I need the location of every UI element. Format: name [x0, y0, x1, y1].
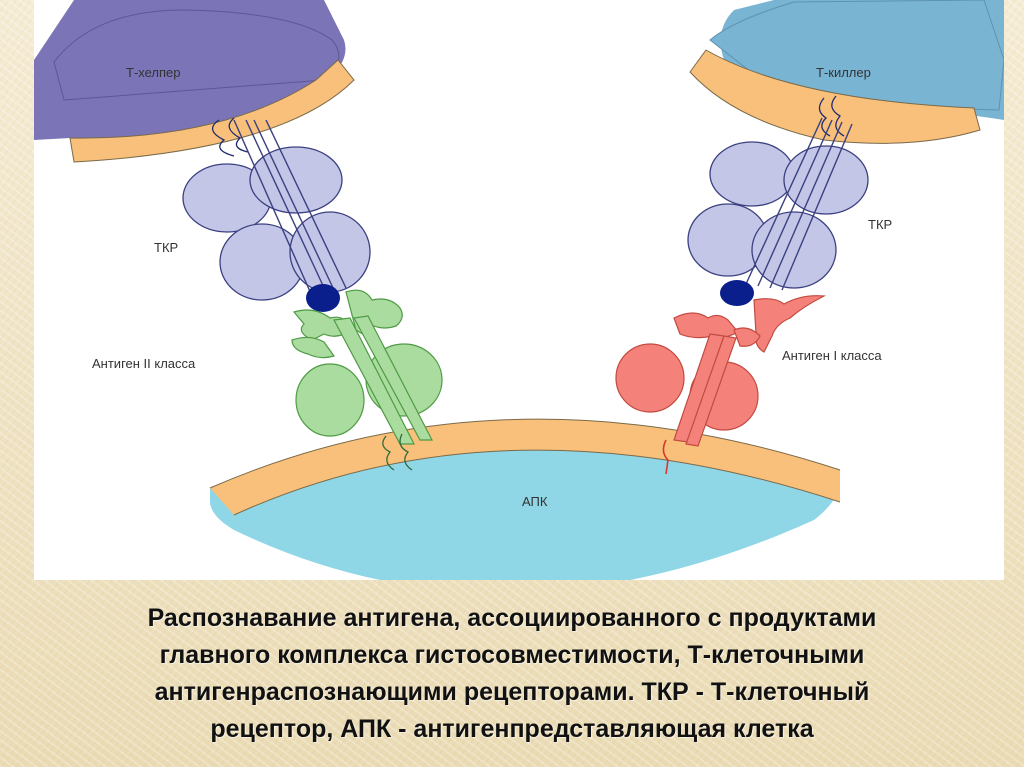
apc-membrane	[210, 419, 840, 515]
tcr-right-label: ТКР	[868, 217, 892, 232]
tcr-right-domain-4	[751, 211, 837, 289]
tcr-right-domain-1	[709, 141, 795, 207]
antigen-recognition-diagram: АПК Т-хелпер Т-киллер	[34, 0, 1004, 580]
mhc-class2	[291, 289, 443, 471]
apc-label: АПК	[522, 494, 548, 509]
diagram-panel: АПК Т-хелпер Т-киллер	[34, 0, 1004, 580]
caption-line-3: антигенраспознающими рецепторами. ТКР - …	[154, 678, 870, 706]
t-helper-cell	[34, 0, 355, 163]
apc-cell	[209, 418, 841, 580]
t-helper-label: Т-хелпер	[126, 65, 181, 80]
caption-line-1: Распознавание антигена, ассоциированного…	[147, 604, 877, 632]
tcr-left	[182, 117, 371, 301]
tcr-right	[687, 95, 869, 291]
antigen-class1-label: Антиген I класса	[782, 348, 882, 363]
antigen-peptide-left	[306, 284, 340, 312]
antigen-peptide-right	[720, 280, 754, 306]
caption-line-2: главного комплекса гистосовместимости, Т…	[159, 641, 865, 669]
t-killer-label: Т-киллер	[816, 65, 871, 80]
slide-caption: Распознавание антигена, ассоциированного…	[20, 600, 1004, 748]
t-helper-membrane	[69, 59, 355, 163]
caption-line-4: рецептор, АПК - антигенпредставляющая кл…	[210, 715, 814, 743]
tcr-left-label: ТКР	[154, 240, 178, 255]
mhc-class1	[615, 295, 827, 475]
antigen-class2-label: Антиген II класса	[92, 356, 196, 371]
tcr-left-domain-2	[249, 146, 343, 214]
tcr-right-domain-2	[783, 145, 869, 215]
